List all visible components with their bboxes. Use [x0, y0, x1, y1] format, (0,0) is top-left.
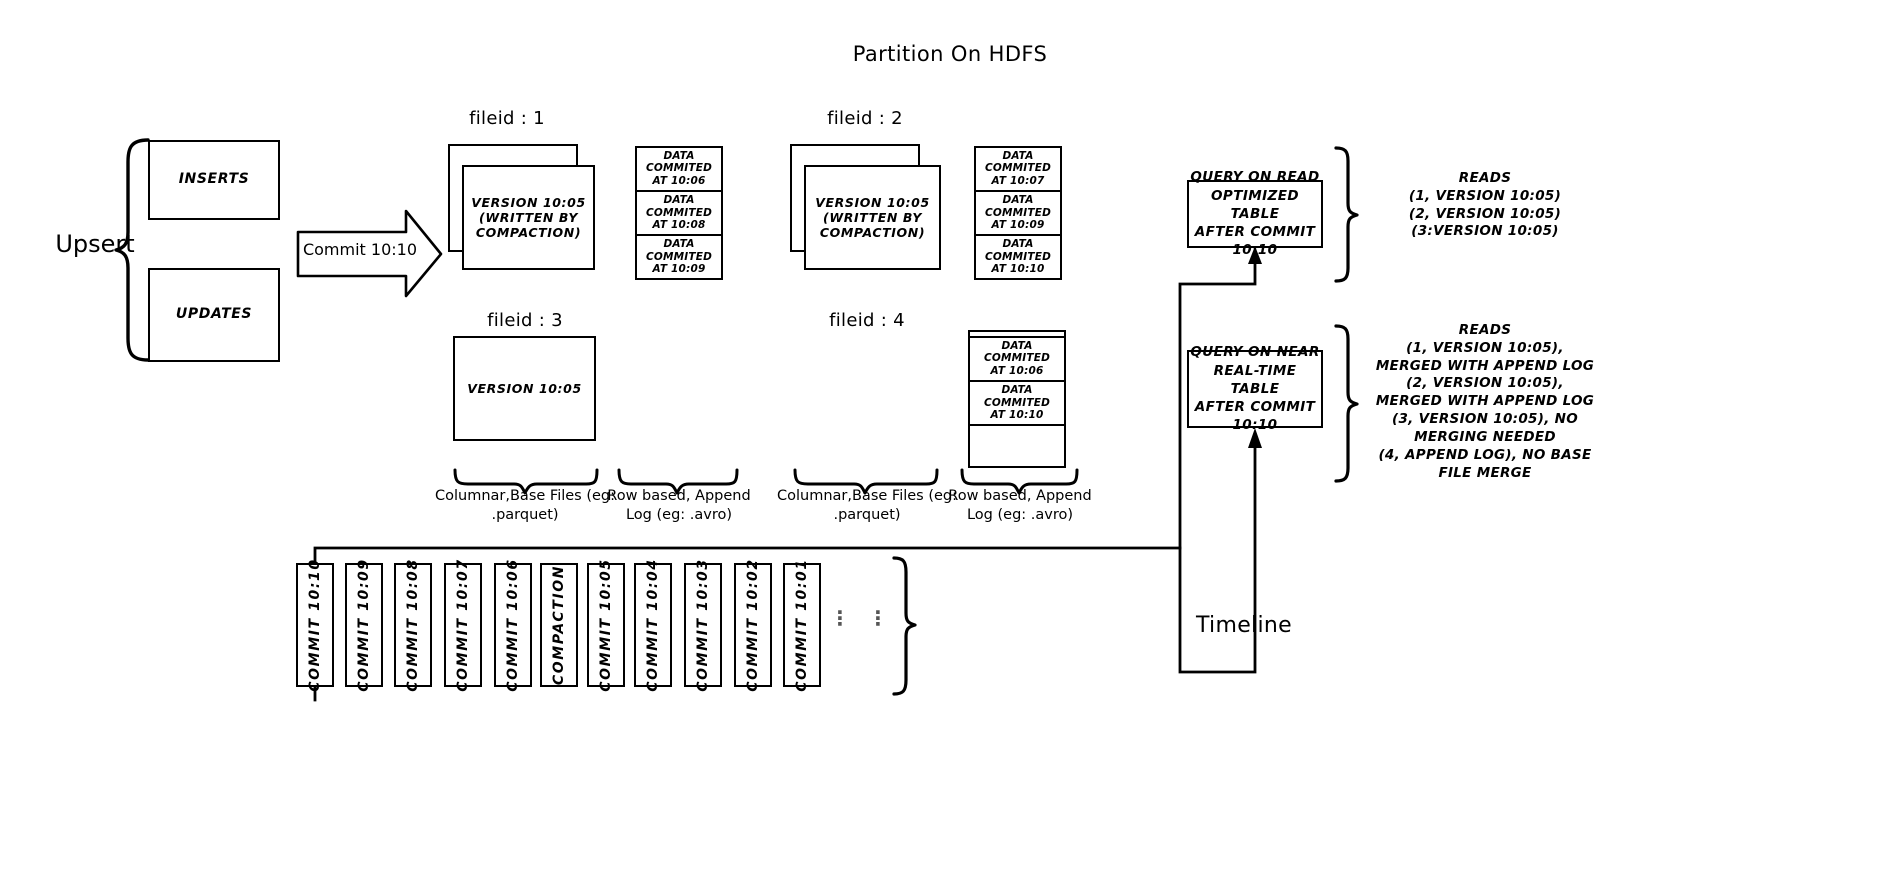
timeline-item[interactable]: COMMIT 10:10	[296, 558, 334, 692]
timeline-label: Timeline	[1196, 613, 1292, 638]
caption-rowlog-left: Row based, Append Log (eg: .avro)	[607, 488, 751, 523]
timeline-item-label: COMMIT 10:10	[307, 558, 323, 692]
fileid-2-label: fileid : 2	[827, 108, 903, 129]
fileid-2-log-file: DATA COMMITED AT 10:07 DATA COMMITED AT …	[974, 146, 1062, 281]
timeline-item[interactable]: COMMIT 10:04	[634, 558, 672, 692]
log-row: DATA COMMITED AT 10:10	[976, 236, 1060, 281]
timeline-item-label: COMMIT 10:01	[794, 558, 810, 692]
fileid-3-base-file-text: VERSION 10:05	[467, 380, 582, 396]
timeline-item-label: COMMIT 10:02	[745, 558, 761, 692]
caption-columnar-right: Columnar,Base Files (eg: .parquet)	[777, 488, 957, 523]
timeline-ellipsis: ⋮	[830, 606, 850, 630]
timeline-ellipsis: ⋮	[868, 606, 888, 630]
timeline-item-label: COMMIT 10:05	[598, 558, 614, 692]
timeline-item[interactable]: COMMIT 10:08	[394, 558, 432, 692]
query-read-optimized-text: QUERY ON READ OPTIMIZED TABLE AFTER COMM…	[1190, 169, 1320, 259]
timeline-item[interactable]: COMMIT 10:01	[783, 558, 821, 692]
log-row: DATA COMMITED AT 10:06	[970, 338, 1064, 383]
fileid-4-log-file: DATA COMMITED AT 10:06 DATA COMMITED AT …	[968, 330, 1066, 468]
log-row: DATA COMMITED AT 10:07	[976, 148, 1060, 193]
fileid-1-log-file: DATA COMMITED AT 10:06 DATA COMMITED AT …	[635, 146, 723, 281]
timeline-item[interactable]: COMMIT 10:05	[587, 558, 625, 692]
fileid-3-base-file: VERSION 10:05	[453, 336, 596, 441]
updates-label: UPDATES	[175, 306, 253, 323]
reads-near-real-time: READS (1, VERSION 10:05), MERGED WITH AP…	[1375, 322, 1595, 481]
inserts-label: INSERTS	[178, 171, 250, 188]
log-row: DATA COMMITED AT 10:09	[637, 236, 721, 281]
caption-rowlog-right: Row based, Append Log (eg: .avro)	[948, 488, 1092, 523]
timeline-item-label: COMMIT 10:06	[505, 558, 521, 692]
query-read-optimized-box: QUERY ON READ OPTIMIZED TABLE AFTER COMM…	[1187, 169, 1323, 258]
timeline-item[interactable]: COMMIT 10:03	[684, 558, 722, 692]
commit-arrow-label: Commit 10:10	[302, 240, 418, 259]
timeline-item-label: COMMIT 10:07	[455, 558, 471, 692]
updates-box: UPDATES	[148, 268, 280, 362]
fileid-3-label: fileid : 3	[487, 310, 563, 331]
fileid-2-base-file-text: VERSION 10:05 (WRITTEN BY COMPACTION)	[815, 194, 930, 241]
log-row: DATA COMMITED AT 10:10	[970, 382, 1064, 427]
fileid-2-base-file: VERSION 10:05 (WRITTEN BY COMPACTION)	[804, 165, 941, 270]
timeline-item-label: COMMIT 10:04	[645, 558, 661, 692]
query-near-real-time-text: QUERY ON NEAR REAL-TIME TABLE AFTER COMM…	[1190, 344, 1320, 434]
log-row: DATA COMMITED AT 10:06	[637, 148, 721, 193]
timeline-item[interactable]: COMMIT 10:07	[444, 558, 482, 692]
fileid-1-label: fileid : 1	[469, 108, 545, 129]
fileid-1-base-file: VERSION 10:05 (WRITTEN BY COMPACTION)	[462, 165, 595, 270]
timeline-item-compaction[interactable]: COMPACTION	[540, 563, 578, 687]
page-title: Partition On HDFS	[852, 42, 1048, 66]
timeline-item-label: COMMIT 10:09	[356, 558, 372, 692]
log-row: DATA COMMITED AT 10:09	[976, 192, 1060, 237]
timeline-item[interactable]: COMMIT 10:06	[494, 558, 532, 692]
reads-read-optimized: READS (1, VERSION 10:05) (2, VERSION 10:…	[1408, 170, 1562, 240]
fileid-4-label: fileid : 4	[829, 310, 905, 331]
fileid-1-base-file-text: VERSION 10:05 (WRITTEN BY COMPACTION)	[471, 194, 586, 241]
timeline-item[interactable]: COMMIT 10:09	[345, 558, 383, 692]
timeline-item-label: COMMIT 10:03	[695, 558, 711, 692]
query-near-real-time-box: QUERY ON NEAR REAL-TIME TABLE AFTER COMM…	[1187, 344, 1323, 433]
inserts-box: INSERTS	[148, 140, 280, 220]
timeline-item-label: COMPACTION	[551, 564, 567, 686]
caption-columnar-left: Columnar,Base Files (eg: .parquet)	[435, 488, 615, 523]
upsert-label: Upsert	[55, 230, 135, 258]
timeline-item[interactable]: COMMIT 10:02	[734, 558, 772, 692]
timeline-item-label: COMMIT 10:08	[405, 558, 421, 692]
log-row: DATA COMMITED AT 10:08	[637, 192, 721, 237]
